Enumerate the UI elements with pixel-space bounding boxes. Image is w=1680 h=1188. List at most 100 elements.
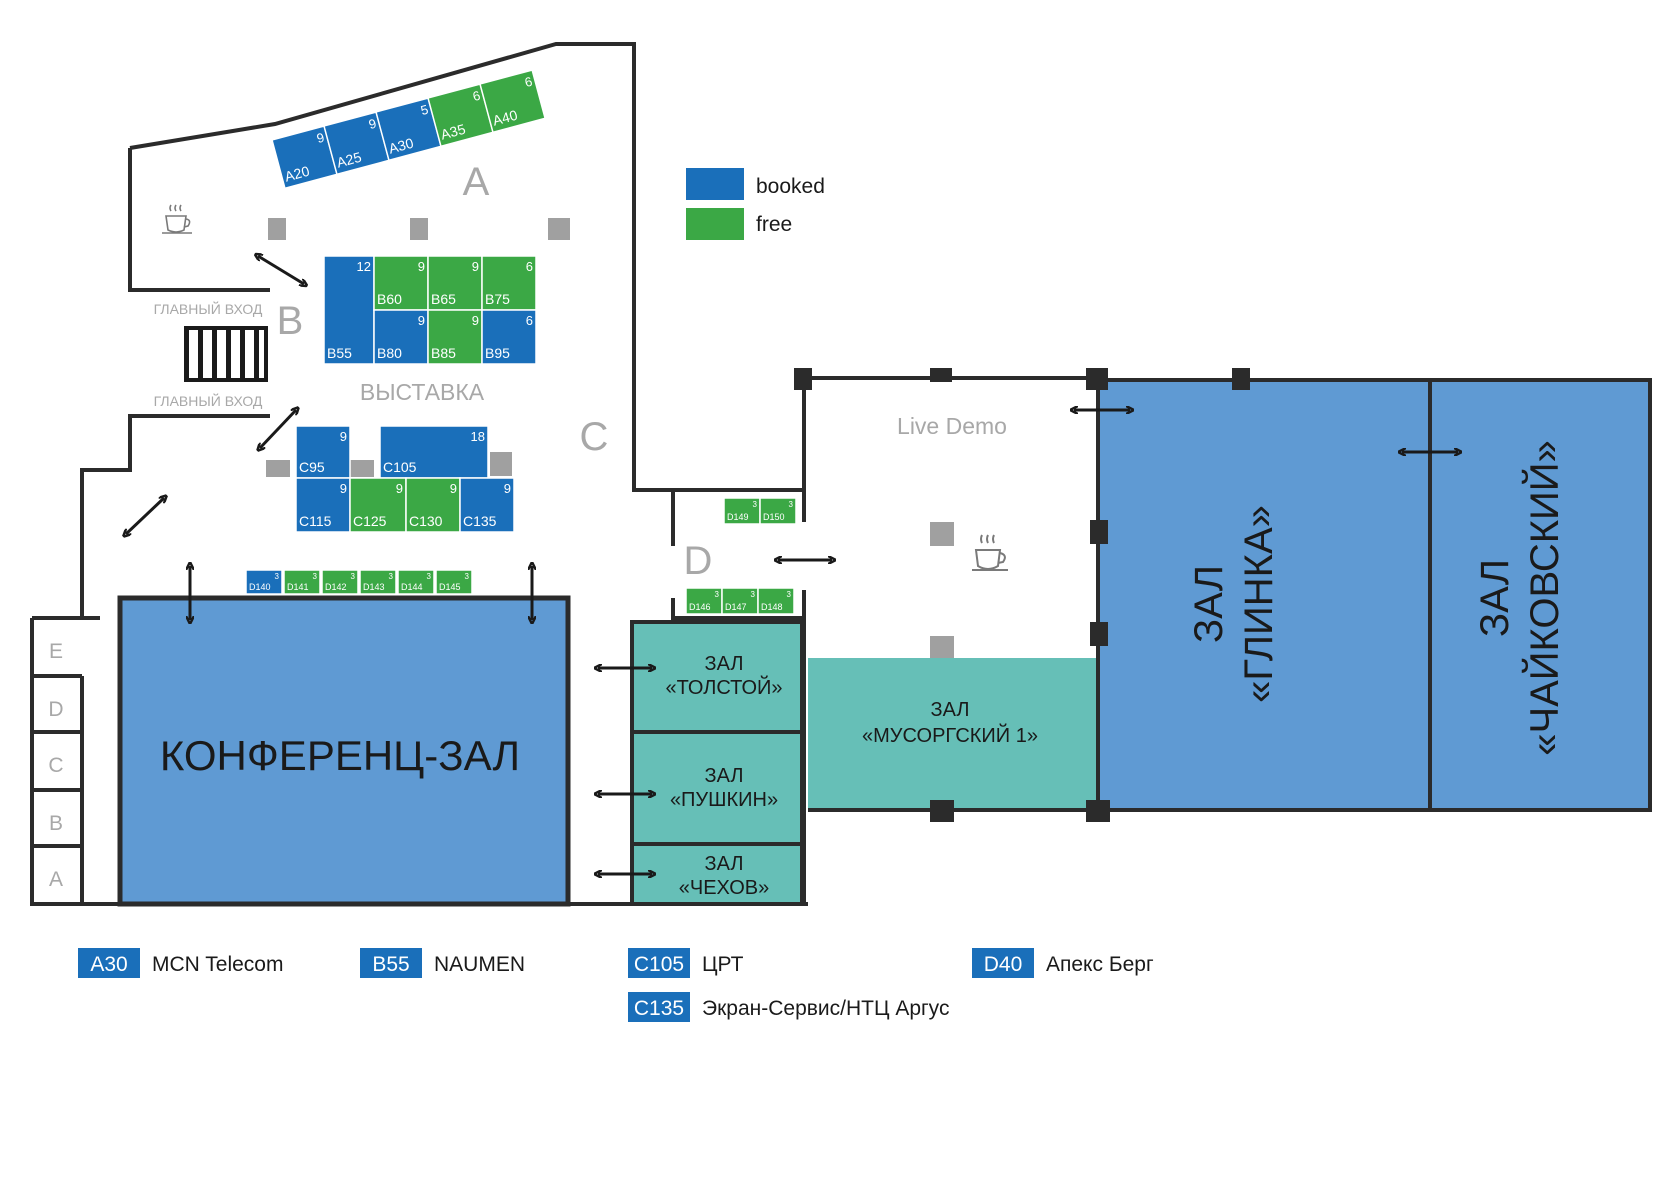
booth-shape: [435, 569, 473, 595]
booth-size: 5: [419, 102, 430, 118]
booth-size: 9: [367, 116, 378, 132]
booth-c105[interactable]: C105 18: [379, 425, 489, 479]
zone-a-label: A: [463, 160, 490, 204]
booth-name: D145: [439, 582, 461, 592]
booth-shape: [481, 309, 537, 365]
exhibitor-entry[interactable]: C135 Экран-Сервис/НТЦ Аргус: [628, 992, 949, 1022]
pushkin-hall-label-2: «ПУШКИН»: [670, 789, 778, 811]
booth-name: D141: [287, 582, 309, 592]
booth-name: D146: [689, 602, 711, 612]
booth-size: 3: [313, 572, 318, 581]
booth-shape: [459, 477, 515, 533]
booth-size: 3: [275, 572, 280, 581]
booth-name: C130: [409, 513, 443, 529]
pushkin-hall-label-1: ЗАЛ: [705, 765, 744, 787]
tolstoy-hall-label-2: «ТОЛСТОЙ»: [665, 675, 782, 699]
booth-d140[interactable]: D140 3: [245, 569, 283, 595]
booth-name: D149: [727, 512, 749, 522]
double-arrow-icon: [126, 256, 1458, 874]
exhibitor-booth-chip: [628, 948, 690, 978]
booth-name: D148: [761, 602, 783, 612]
booth-shape: [397, 569, 435, 595]
booth-size: 3: [427, 572, 432, 581]
booth-name: D147: [725, 602, 747, 612]
zone-c-label: C: [580, 415, 609, 459]
exhibitor-company: Экран-Сервис/НТЦ Аргус: [702, 997, 949, 1020]
booth-name: B80: [377, 345, 402, 361]
booth-b60[interactable]: B60 9: [373, 255, 429, 311]
glinka-hall-label-1: ЗАЛ: [1187, 565, 1231, 643]
exhibitor-booth: C105: [634, 953, 684, 976]
exhibitor-company: MCN Telecom: [152, 953, 283, 976]
conference-hall[interactable]: [117, 595, 571, 907]
booth-size: 3: [351, 572, 356, 581]
exhibitor-booth: A30: [90, 953, 127, 976]
booth-shape: [373, 255, 429, 311]
tolstoy-hall[interactable]: [630, 620, 804, 734]
pushkin-hall[interactable]: [630, 730, 804, 846]
booth-name: B75: [485, 291, 510, 307]
booth-size: 9: [504, 481, 511, 496]
booth-name: A40: [491, 107, 519, 129]
side-room-c-label: C: [48, 754, 63, 777]
booth-shape: [349, 477, 407, 533]
legend-free-swatch: [686, 208, 744, 240]
booth-size: 6: [523, 74, 534, 90]
coffee-icon: [162, 204, 192, 234]
glinka-hall[interactable]: [1096, 378, 1432, 812]
booth-size: 9: [315, 130, 326, 146]
booth-shape: [757, 587, 795, 615]
booth-size: 18: [471, 429, 485, 444]
side-room-d-label: D: [48, 698, 63, 721]
mussorgsky-hall[interactable]: [808, 658, 1098, 810]
booth-shape: [359, 569, 397, 595]
side-room-b-label: B: [49, 812, 63, 835]
booth-name: C105: [383, 459, 417, 475]
booth-name: D140: [249, 582, 271, 592]
tchaikovsky-hall[interactable]: [1428, 378, 1652, 812]
booth-size: 9: [418, 259, 425, 274]
booth-a25[interactable]: A25 9: [323, 111, 391, 176]
mussorgsky-hall-label-2: «МУСОРГСКИЙ 1»: [862, 723, 1038, 747]
side-room-a-label: A: [49, 868, 63, 891]
booth-name: B65: [431, 291, 456, 307]
booth-a40[interactable]: A40 6: [479, 69, 547, 134]
exhibitor-entry[interactable]: A30 MCN Telecom: [78, 948, 283, 978]
zone-d-label: D: [684, 539, 713, 583]
booth-shape: [373, 309, 429, 365]
booth-name: B60: [377, 291, 402, 307]
booth-d141[interactable]: D141 3: [283, 569, 321, 595]
booth-size: 9: [340, 429, 347, 444]
booth-name: A25: [335, 149, 363, 171]
glinka-hall-label-2: «ГЛИНКА»: [1237, 505, 1281, 703]
exhibitor-booth: C135: [634, 997, 684, 1020]
booth-size: 6: [526, 313, 533, 328]
